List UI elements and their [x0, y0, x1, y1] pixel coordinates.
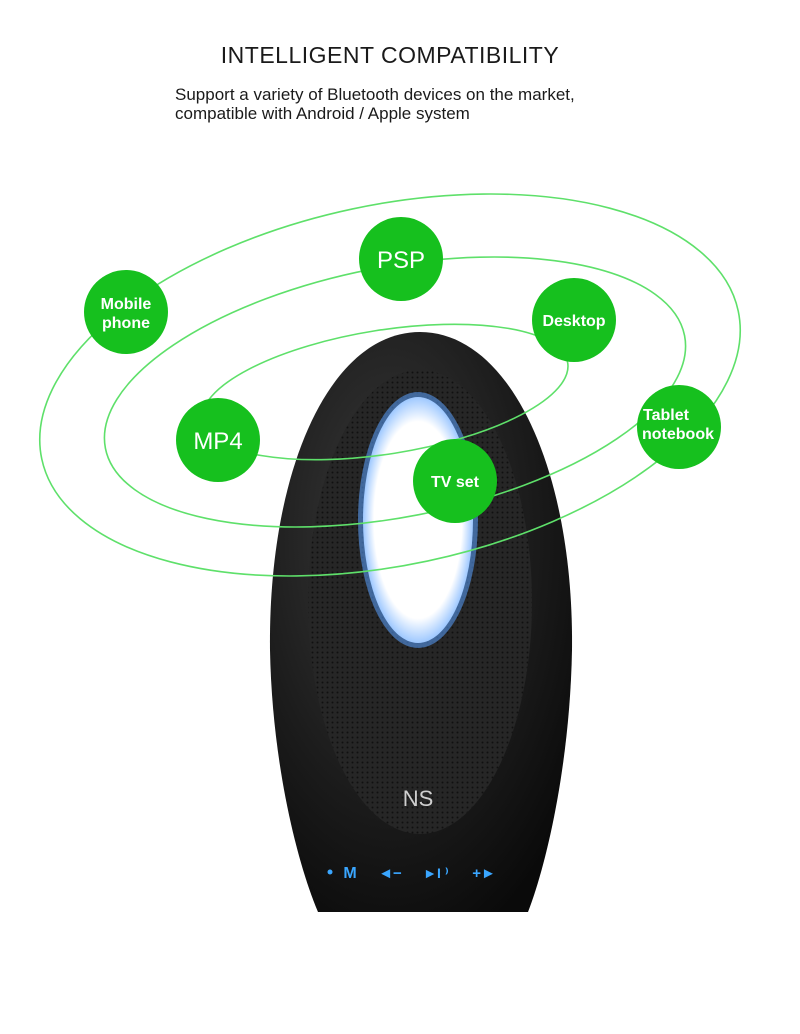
mode-button[interactable]: M [343, 865, 356, 882]
play-pause-button[interactable]: ►I ⁾ [423, 865, 449, 881]
bubble-tablet-notebook: Tablet notebook [637, 385, 721, 469]
next-volume-up-button[interactable]: +► [472, 865, 496, 882]
bubble-desktop-label: Desktop [542, 313, 605, 330]
power-led-icon [327, 869, 333, 875]
bubble-psp: PSP [359, 217, 443, 301]
bubble-psp-circle [359, 217, 443, 301]
bubble-mobile-circle [84, 270, 168, 354]
bubble-mobile-label-2: phone [102, 315, 150, 332]
subtitle-line-2: compatible with Android / Apple system [175, 104, 470, 123]
bubble-mobile-label-1: Mobile [101, 296, 152, 313]
bubble-desktop: Desktop [532, 278, 616, 362]
bubble-tablet-label-1: Tablet [643, 407, 690, 424]
bubble-tv-circle [413, 439, 497, 523]
subtitle-line-1: Support a variety of Bluetooth devices o… [175, 85, 575, 104]
orbits [38, 193, 742, 577]
subtitle: Support a variety of Bluetooth devices o… [175, 85, 575, 123]
bubble-tablet-label-2: notebook [642, 426, 714, 443]
bubble-tablet-circle [637, 385, 721, 469]
bubble-mp4-circle [176, 398, 260, 482]
bubble-mp4: MP4 [176, 398, 260, 482]
bubble-desktop-circle [532, 278, 616, 362]
bubble-mp4-label: MP4 [193, 428, 242, 455]
bubble-tv-set: TV set [413, 439, 497, 523]
prev-volume-down-button[interactable]: ◄− [378, 865, 402, 882]
orbit-outer [38, 193, 742, 577]
page-title: INTELLIGENT COMPATIBILITY [220, 42, 560, 68]
speaker: NS M ◄− ►I ⁾ +► [269, 332, 573, 912]
bubble-tv-label: TV set [431, 474, 480, 491]
bubble-psp-label: PSP [377, 247, 425, 274]
bubble-mobile-phone: Mobile phone [84, 270, 168, 354]
speaker-logo: NS [403, 786, 434, 811]
